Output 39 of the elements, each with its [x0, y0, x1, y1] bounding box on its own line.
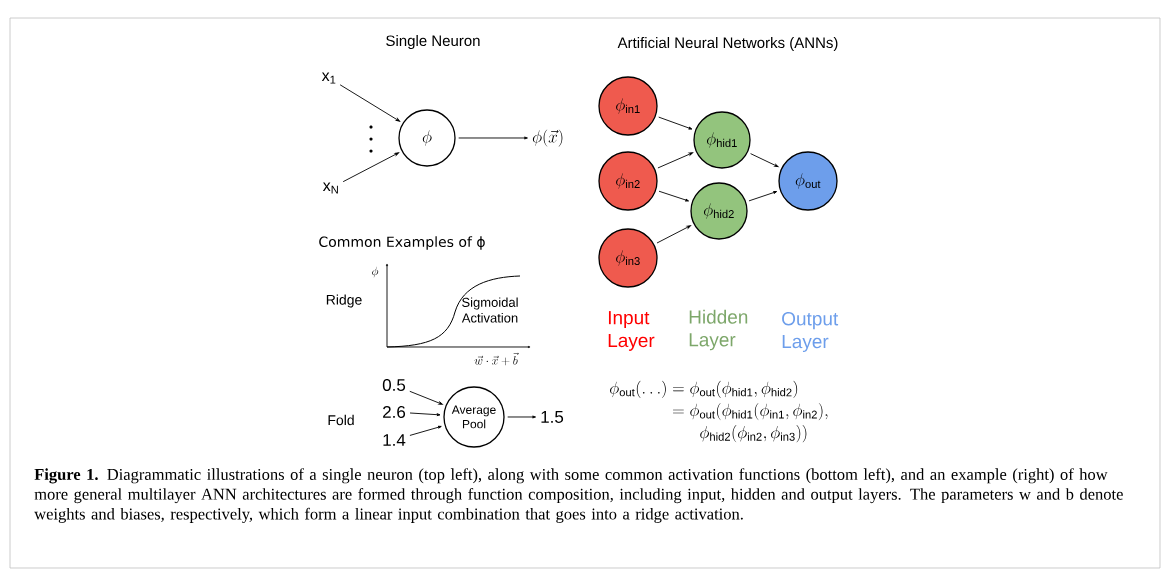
variable-label: x$_{N}$ — [322, 182, 338, 194]
arrow — [458, 136, 528, 140]
arrow — [409, 412, 441, 417]
input-neuron: $\phi_{\mathrm{in2}}$ — [598, 151, 658, 211]
hidden-neuron: $\phi_{\mathrm{hid1}}$ — [693, 111, 751, 169]
arrow — [658, 116, 693, 130]
arrow — [409, 390, 443, 405]
arrow — [657, 152, 694, 169]
arrow — [339, 84, 401, 122]
layer-label: Hidden Layer — [689, 309, 748, 351]
axis-label: $\vec{w}\cdot\vec{x}+\vec{b}$ — [474, 352, 519, 366]
arrow — [656, 225, 691, 244]
arrow — [750, 153, 779, 168]
output-value: 1.5 — [541, 411, 564, 423]
input-value: 0.5 — [382, 378, 406, 391]
output-neuron: $\phi_{\mathrm{out}}$ — [778, 151, 838, 211]
arrow — [748, 191, 778, 202]
layer-label: Input Layer — [608, 311, 655, 351]
input-neuron: $\phi_{\mathrm{in1}}$ — [598, 76, 658, 136]
input-neuron: $\phi_{\mathrm{in3}}$ — [598, 228, 658, 288]
arrow — [507, 415, 537, 419]
panel-title: Artificial Neural Networks (ANNs) — [617, 37, 838, 51]
input-value: 1.4 — [383, 434, 406, 446]
equation: $\begin{aligned}\phi_{\mathrm{out}}(\ldots) &= \phi_{\mathrm{out}}(\phi_{\mathrm{hid1}}, \phi_{\mathrm{hid2}})\\ &= \phi_{\mathrm{out}}(\phi_{\mathrm{hid1}}(\phi_{\mathrm{in1}}, \phi_{\mathrm{in2}}),\\ &\qquad \phi_{\mathrm{hid2}}(\phi_{\mathrm{in2}}, \phi_{\mathrm{in3}}))\end{aligned}$ — [610, 380, 828, 443]
arrow — [409, 425, 442, 436]
panel-title: Single Neuron — [386, 35, 480, 49]
figure-caption: Figure 1. Diagrammatic illustrations of a single neuron (top left), along with some common activation functions (bottom left), and an example (right) of how more general multilayer ANN architectures are formed through function composition, including input, hidden and output layers. The parameters w and b denote weights and biases, respectively, which form a linear input combination that goes into a ridge activation. — [34, 468, 1123, 523]
axis-label: $\phi$ — [372, 266, 379, 278]
panel-title: Common Examples of ϕ — [319, 236, 485, 250]
arrow — [342, 152, 399, 183]
row-label: Fold — [328, 414, 354, 426]
arrow — [658, 190, 689, 202]
variable-label: x$_{1}$ — [321, 72, 336, 84]
hidden-neuron: $\phi_{\mathrm{hid2}}$ — [690, 182, 748, 240]
row-label: Ridge — [326, 294, 362, 308]
input-value: 2.6 — [383, 405, 406, 418]
layer-label: Output Layer — [782, 312, 839, 352]
output-label: $\phi(\vec{x})$ — [532, 129, 563, 147]
curve-label: Sigmoidal Activation — [461, 297, 518, 323]
